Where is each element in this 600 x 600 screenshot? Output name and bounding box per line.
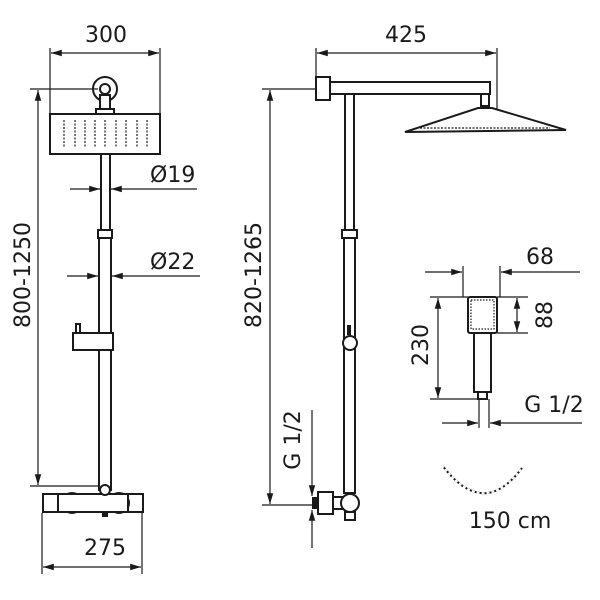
hose-length-label: 150 cm (469, 509, 552, 534)
hand-thread-label: G 1/2 (524, 393, 583, 418)
thermostatic-valve-front (42, 484, 144, 517)
inlet-thread-label: G 1/2 (281, 410, 306, 469)
head-width-label: 300 (85, 23, 127, 48)
diameter-19-dimension: Ø19 (70, 163, 197, 193)
hand-width-label: 68 (526, 245, 554, 270)
height-800-1250-label: 800-1250 (11, 222, 36, 328)
valve-side (312, 491, 360, 521)
height-820-1265-label: 820-1265 (242, 222, 267, 328)
arm-length-label: 425 (385, 23, 427, 48)
valve-width-label: 275 (84, 536, 126, 561)
diameter-22-label: Ø22 (150, 250, 195, 275)
valve-width-dimension: 275 (41, 513, 143, 574)
hand-length-label: 230 (409, 324, 434, 366)
shower-head-front (49, 76, 161, 155)
diameter-19-label: Ø19 (150, 163, 195, 188)
head-width-dimension: 300 (49, 23, 161, 114)
diameter-22-dimension: Ø22 (67, 250, 200, 280)
height-820-1265-dimension: 820-1265 (242, 88, 316, 506)
hand-shower-holder (72, 323, 114, 351)
riser-pipe-front (97, 153, 113, 491)
hand-height-dimension: 88 (497, 296, 558, 334)
shower-arm (315, 76, 567, 133)
hand-thread-dimension: G 1/2 (442, 393, 584, 428)
hand-length-dimension: 230 (409, 296, 478, 400)
front-view: 300 Ø19 (11, 23, 200, 574)
height-800-1250-dimension: 800-1250 (11, 88, 98, 487)
hose: 150 cm (441, 464, 552, 534)
inlet-thread-dimension: G 1/2 (281, 410, 316, 548)
riser-pipe-side (341, 93, 358, 494)
hand-width-dimension: 68 (425, 245, 580, 297)
arm-length-dimension: 425 (315, 23, 498, 110)
hand-shower: 68 88 230 G 1/2 (409, 245, 584, 428)
side-view: 425 820-1265 (242, 23, 567, 548)
hand-height-label: 88 (533, 301, 558, 329)
